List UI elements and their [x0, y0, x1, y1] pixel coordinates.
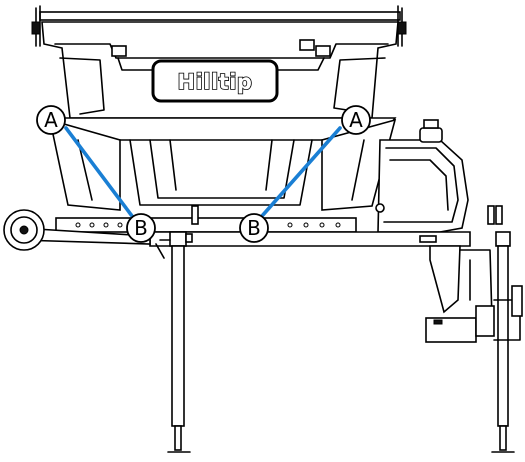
top-frame	[31, 5, 407, 47]
logo-text: Hilltip	[178, 70, 253, 94]
spinner-assembly	[425, 245, 523, 343]
stand-leg-left	[155, 205, 199, 453]
strap-left	[64, 126, 134, 218]
motor-housing	[375, 119, 469, 233]
callout-a-right: A	[341, 105, 371, 135]
mounting-straps	[64, 126, 342, 218]
callout-a-left-label: A	[44, 108, 58, 132]
strap-right	[260, 126, 342, 218]
callout-b-right-label: B	[247, 216, 261, 240]
callout-a-left: A	[36, 105, 66, 135]
callout-b-left-label: B	[134, 216, 148, 240]
jack-wheel	[3, 209, 45, 251]
brand-logo: Hilltip	[151, 59, 279, 103]
callout-b-left: B	[126, 213, 156, 243]
stand-leg-right	[487, 205, 515, 453]
callout-a-right-label: A	[349, 108, 363, 132]
callout-b-right: B	[239, 213, 269, 243]
